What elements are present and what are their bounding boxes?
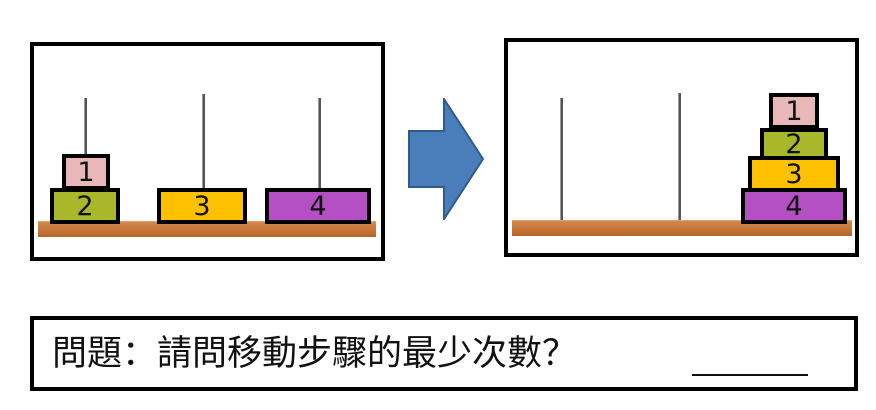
right-disk-1: 1 [769,93,819,129]
right-rod-2 [678,93,681,224]
right-disk-3: 3 [748,156,840,192]
question-text: 問題：請問移動步驟的最少次數？ [52,334,578,374]
left-disk-1: 1 [62,154,110,190]
right-wooden-base [512,220,852,236]
initial-state-panel: 1 2 3 4 [30,42,385,261]
question-box: 問題：請問移動步驟的最少次數？ [30,316,858,391]
right-disk-2: 2 [760,128,828,161]
right-rod-1 [560,98,563,224]
left-disk-2: 2 [50,188,120,224]
left-rod-2 [202,94,205,226]
right-arrow-icon [408,98,484,220]
left-rod-3 [318,98,321,226]
left-disk-3: 3 [157,188,247,224]
left-rod-1 [84,98,87,198]
answer-blank[interactable] [692,374,808,376]
right-disk-4: 4 [741,188,847,224]
final-state-panel: 1 2 3 4 [504,38,859,257]
left-disk-4: 4 [265,188,371,224]
